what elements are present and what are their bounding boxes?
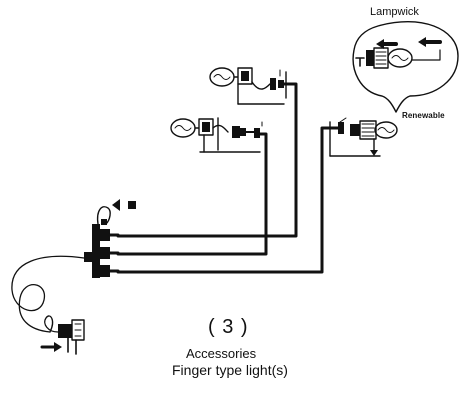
lamp-unit-lower [170,117,268,153]
lamp-unit-upper [209,67,298,120]
lampwick-label: Lampwick [370,6,419,18]
arrow-right-icon [40,342,62,352]
lampwick-detail [355,37,442,69]
arrow-left-icon [112,199,136,211]
connector-block [84,224,120,278]
figure-number: ( 3 ) [208,316,249,338]
power-cord [11,255,85,333]
connector-cables [116,116,324,274]
lampwick-callout [352,21,459,113]
power-plug [58,319,85,355]
finger-type-caption: Finger type light(s) [172,362,288,378]
renewable-label: Renewable [402,111,445,120]
accessories-caption: Accessories [186,346,257,361]
lamp-unit-right [320,117,398,157]
plug-loop [96,206,111,225]
